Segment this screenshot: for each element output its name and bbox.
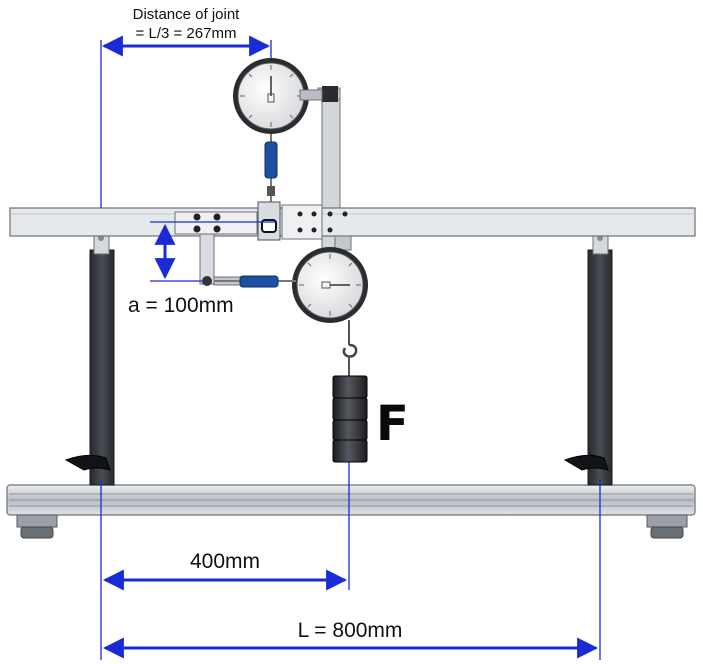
- half-span-label: 400mm: [190, 550, 260, 573]
- span-dimension: [100, 480, 601, 660]
- clamp-lever-left: [64, 454, 111, 471]
- joint-distance-dimension: [100, 35, 272, 208]
- joint-distance-title: Distance of joint: [133, 6, 241, 23]
- lever-arm: [199, 233, 243, 286]
- clamp-lever-right: [563, 454, 609, 471]
- half-span-dimension: [102, 462, 350, 591]
- lower-dial-gauge: [292, 235, 368, 323]
- support-post-left: [89, 225, 115, 486]
- joint-distance-value: = L/3 = 267mm: [136, 25, 237, 42]
- beam: [9, 207, 696, 237]
- horizontal-spring-link: [214, 275, 296, 288]
- load-hook: [342, 320, 358, 376]
- upper-spring-link: [264, 134, 278, 202]
- joint-plate: [174, 201, 348, 241]
- offset-a-dimension: [150, 221, 275, 282]
- weight-stack: [332, 375, 368, 463]
- span-label: L = 800mm: [298, 619, 403, 642]
- base-foot-left: [16, 514, 58, 539]
- offset-a-label: a = 100mm: [128, 294, 234, 317]
- base-foot-right: [646, 514, 688, 539]
- upper-dial-gauge: [233, 58, 323, 134]
- base-rail: [6, 484, 696, 516]
- load-f-label: F: [376, 396, 409, 452]
- support-post-right: [587, 225, 613, 486]
